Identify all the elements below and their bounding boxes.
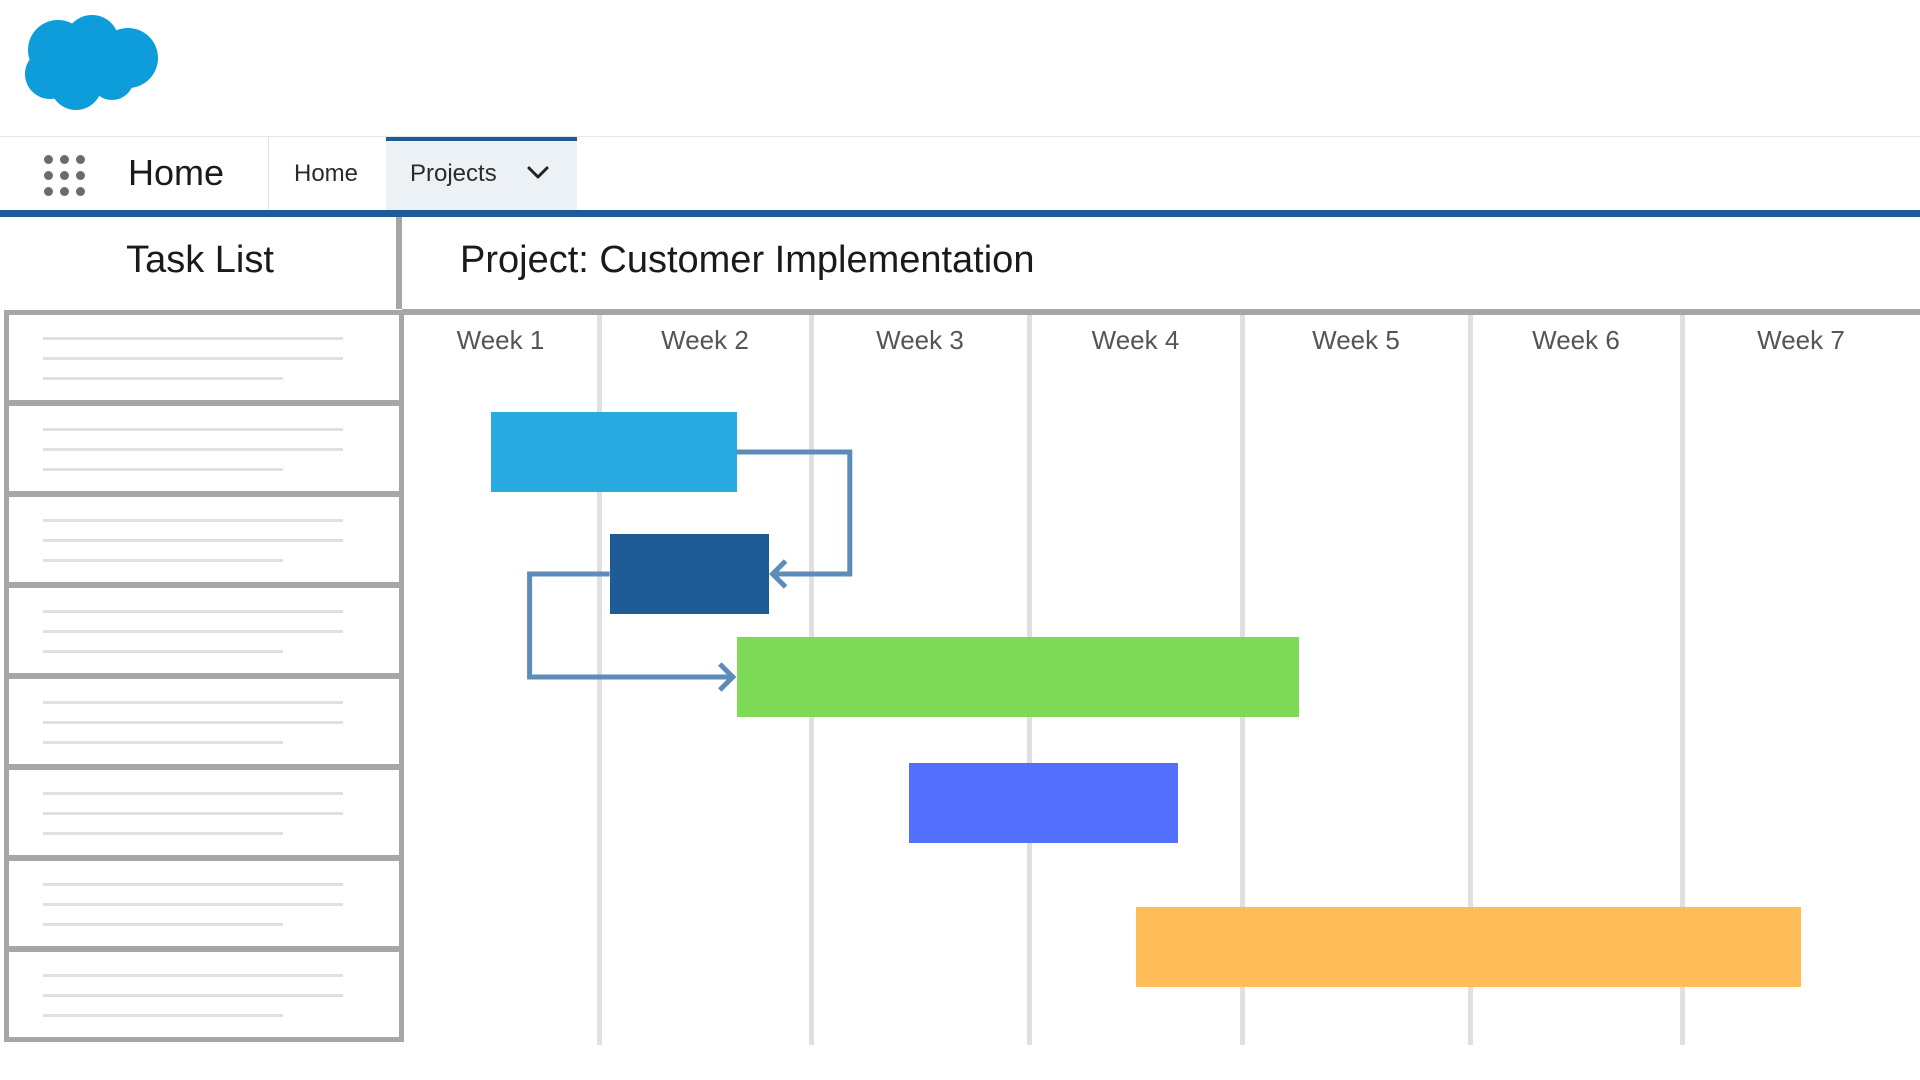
placeholder-text-line [43, 994, 343, 997]
week-tick-label: Week 5 [1312, 325, 1400, 355]
tab-projects[interactable]: Projects [386, 137, 577, 210]
app-launcher-grid-icon[interactable] [40, 151, 90, 201]
placeholder-text-line [43, 741, 283, 744]
navigation-bar: Home Home Projects [0, 137, 1920, 210]
placeholder-text-line [43, 923, 283, 926]
task-list-item[interactable] [4, 765, 404, 860]
week-tick-label: Week 1 [456, 325, 545, 355]
placeholder-text-line [43, 1014, 283, 1017]
panel-divider [396, 217, 402, 309]
task-list-title: Task List [126, 239, 274, 281]
task-list-item[interactable] [4, 401, 404, 496]
placeholder-text-line [43, 721, 343, 724]
week-grid-line [1468, 315, 1473, 1045]
gantt-task-bar[interactable] [609, 534, 769, 614]
project-header: Project: Customer Implementation [402, 217, 1920, 309]
week-tick-label: Week 2 [661, 325, 749, 355]
placeholder-text-line [43, 468, 283, 471]
week-grid-line [597, 315, 602, 1045]
arrow-head-icon [718, 662, 737, 692]
project-title: Project: Customer Implementation [460, 239, 1035, 281]
placeholder-text-line [43, 832, 283, 835]
placeholder-text-line [43, 630, 343, 633]
placeholder-text-line [43, 974, 343, 977]
cloud-logo-icon[interactable] [20, 12, 165, 112]
week-tick-label: Week 6 [1532, 325, 1620, 355]
task-list-header: Task List [0, 217, 398, 309]
chevron-down-icon[interactable] [526, 165, 550, 181]
task-list-item[interactable] [4, 674, 404, 769]
nav-accent-bar [0, 210, 1920, 217]
nav-divider [268, 137, 269, 210]
app-title: Home [128, 152, 225, 193]
gantt-top-border [402, 309, 1920, 315]
placeholder-text-line [43, 337, 343, 340]
week-tick-label: Week 7 [1757, 325, 1845, 355]
task-list-item[interactable] [4, 583, 404, 678]
gantt-task-bar[interactable] [1135, 907, 1801, 987]
tab-home[interactable]: Home [294, 160, 359, 187]
placeholder-text-line [43, 519, 343, 522]
placeholder-text-line [43, 650, 283, 653]
placeholder-text-line [43, 701, 343, 704]
task-list-item[interactable] [4, 310, 404, 405]
gantt-task-bar[interactable] [909, 763, 1179, 843]
task-list-item[interactable] [4, 856, 404, 951]
global-header [0, 0, 1920, 137]
gantt-task-bar[interactable] [736, 637, 1299, 717]
placeholder-text-line [43, 357, 343, 360]
placeholder-text-line [43, 883, 343, 886]
placeholder-text-line [43, 428, 343, 431]
gantt-task-bar[interactable] [490, 412, 737, 492]
placeholder-text-line [43, 559, 283, 562]
placeholder-text-line [43, 610, 343, 613]
gantt-chart: Week 1 Week 2 Week 3 Week 4 Week 5 Week 6 Week… [402, 315, 1920, 1055]
tab-projects-label: Projects [410, 160, 497, 187]
placeholder-text-line [43, 903, 343, 906]
arrow-head-icon [769, 559, 788, 589]
placeholder-text-line [43, 812, 343, 815]
week-tick-label: Week 3 [876, 325, 964, 355]
task-list-item[interactable] [4, 947, 404, 1042]
placeholder-text-line [43, 792, 343, 795]
task-list-item[interactable] [4, 492, 404, 587]
task-list [4, 310, 404, 1042]
placeholder-text-line [43, 448, 343, 451]
placeholder-text-line [43, 539, 343, 542]
week-tick-label: Week 4 [1091, 325, 1180, 355]
week-grid-line [1680, 315, 1685, 1045]
placeholder-text-line [43, 377, 283, 380]
